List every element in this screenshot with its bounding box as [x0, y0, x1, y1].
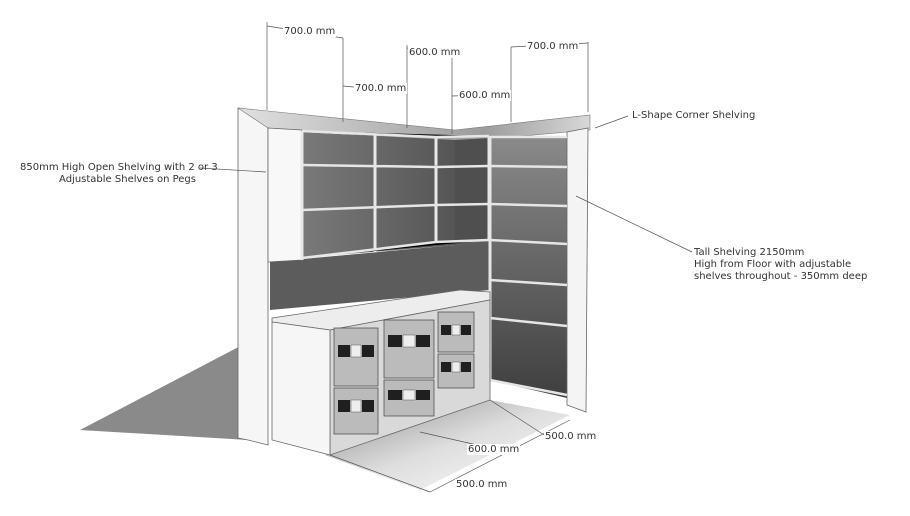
- dim-top-corner-outer: 600.0 mm: [408, 47, 462, 58]
- upper-end-panel: [267, 127, 303, 263]
- ground-shadow: [80, 342, 248, 440]
- drawer-labels: [350, 324, 461, 413]
- dim-floor-width: 600.0 mm: [467, 444, 521, 455]
- tall-unit-side: [566, 127, 589, 413]
- floor-shadow: [325, 400, 570, 490]
- dim-top-left-inner: 700.0 mm: [354, 83, 408, 94]
- label-corner-shelving: L-Shape Corner Shelving: [632, 110, 756, 121]
- upper-back-left: [300, 132, 455, 258]
- label-tall-line3: shelves throughout - 350mm deep: [694, 271, 868, 282]
- upper-shelves: [301, 129, 490, 260]
- dim-floor-depth-right: 500.0 mm: [544, 431, 598, 442]
- label-open-shelving: 850mm High Open Shelving with 2 or 3 Adj…: [20, 162, 218, 186]
- tall-shelves: [489, 135, 568, 397]
- base-cabinet-side: [271, 321, 331, 456]
- label-tall-line2: High from Floor with adjustable: [694, 259, 852, 270]
- label-tall-line1: Tall Shelving 2150mm: [694, 247, 805, 258]
- dim-floor-depth-left: 500.0 mm: [455, 479, 509, 490]
- tall-unit-interior: [490, 136, 567, 398]
- lower-back: [270, 240, 490, 310]
- dim-top-corner-inner: 600.0 mm: [458, 90, 512, 101]
- label-open-shelving-line1: 850mm High Open Shelving with 2 or 3: [20, 162, 218, 173]
- dim-top-right: 700.0 mm: [526, 41, 580, 52]
- left-side-panel: [237, 107, 269, 446]
- drawer-handles: [338, 325, 471, 412]
- label-tall-shelving: Tall Shelving 2150mm High from Floor wit…: [694, 247, 867, 283]
- label-open-shelving-line2: Adjustable Shelves on Pegs: [59, 174, 196, 185]
- dim-top-left-outer: 700.0 mm: [283, 26, 337, 37]
